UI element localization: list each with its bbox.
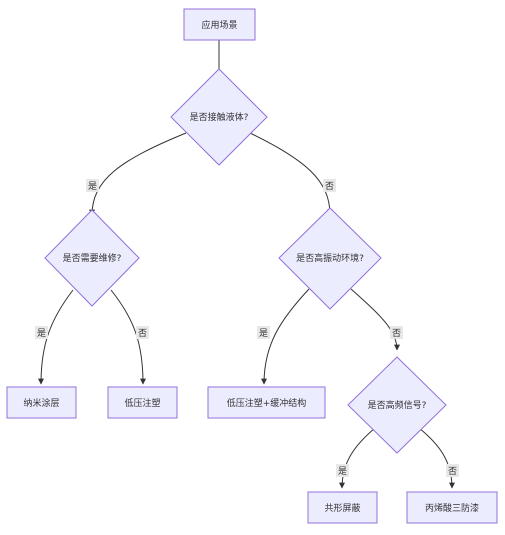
svg-text:是: 是 — [259, 328, 268, 339]
edge-label-freq-yes: 是 — [336, 464, 349, 477]
svg-text:是否需要维修?: 是否需要维修? — [63, 252, 122, 264]
edge-label-freq-no: 否 — [446, 464, 459, 477]
node-leaf-nano: 纳米涂层 — [6, 386, 77, 419]
node-leaf-acrylic: 丙烯酸三防漆 — [406, 491, 498, 524]
svg-text:是: 是 — [88, 181, 97, 192]
node-q-vib: 是否高振动环境? — [278, 207, 382, 310]
edge-liquid-yes — [89, 132, 187, 216]
svg-text:应用场景: 应用场景 — [201, 19, 237, 31]
svg-text:是否接触液体?: 是否接触液体? — [190, 111, 249, 123]
edge-label-maint-no: 否 — [136, 326, 149, 339]
node-q-maint: 是否需要维修? — [44, 209, 140, 307]
node-q-freq: 是否高频信号? — [347, 356, 447, 454]
node-root: 应用场景 — [183, 8, 256, 41]
svg-text:否: 否 — [392, 328, 401, 339]
edge-freq-yes — [339, 427, 376, 489]
svg-text:否: 否 — [325, 181, 334, 192]
node-q-liquid: 是否接触液体? — [170, 68, 268, 166]
svg-text:是否高振动环境?: 是否高振动环境? — [296, 252, 364, 264]
edge-label-vib-yes: 是 — [257, 326, 270, 339]
edge-label-liquid-yes: 是 — [86, 179, 99, 192]
edge-maint-yes — [38, 289, 74, 385]
edge-maint-no — [110, 289, 146, 385]
edge-vib-yes — [261, 288, 310, 385]
edge-labels: 是 否 是 否 是 否 是 否 — [35, 179, 459, 477]
svg-text:共形屏蔽: 共形屏蔽 — [324, 502, 360, 514]
node-leaf-lpm-buffer: 低压注塑+缓冲结构 — [207, 386, 326, 419]
edge-label-maint-yes: 是 — [35, 326, 48, 339]
svg-text:丙烯酸三防漆: 丙烯酸三防漆 — [425, 502, 479, 514]
node-leaf-shield: 共形屏蔽 — [307, 491, 378, 524]
edge-label-vib-no: 否 — [390, 326, 403, 339]
svg-text:否: 否 — [138, 328, 147, 339]
edges — [38, 40, 455, 489]
svg-text:低压注塑+缓冲结构: 低压注塑+缓冲结构 — [227, 397, 307, 409]
edge-liquid-no — [249, 132, 333, 216]
svg-text:是否高频信号?: 是否高频信号? — [368, 399, 427, 411]
svg-text:纳米涂层: 纳米涂层 — [23, 397, 59, 409]
svg-text:是: 是 — [37, 328, 46, 339]
edge-vib-no — [350, 288, 400, 351]
svg-text:否: 否 — [448, 466, 457, 477]
svg-text:是: 是 — [338, 466, 347, 477]
svg-text:低压注塑: 低压注塑 — [124, 397, 160, 409]
edge-freq-no — [418, 427, 455, 489]
nodes: 应用场景 是否接触液体? 是否需要维修? 是否高振动环境? 是否高频信号? 纳米… — [6, 8, 498, 524]
node-leaf-lpm: 低压注塑 — [107, 386, 178, 419]
edge-label-liquid-no: 否 — [323, 179, 336, 192]
